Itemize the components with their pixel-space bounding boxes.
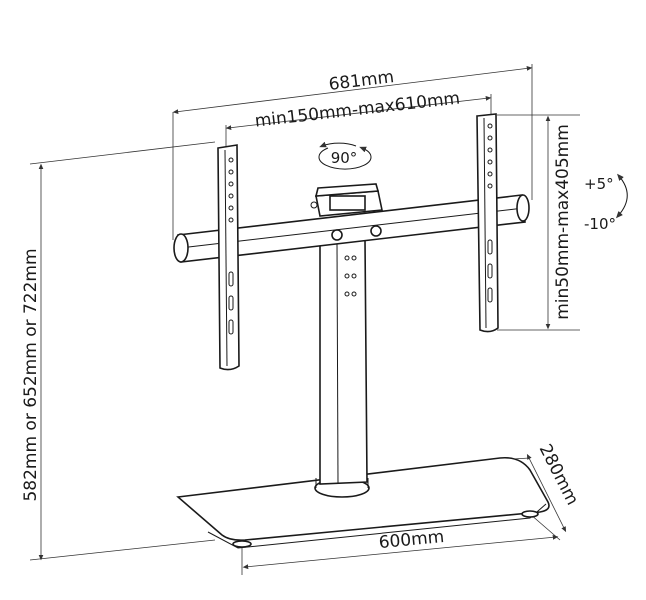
tilt-rotation-icon [615,173,628,219]
vesa-width-label: min150mm-max610mm [254,88,461,131]
arm-end-cap-right [516,194,530,222]
arm-end-cap-left [173,233,189,263]
height-options-label: 582mm or 652mm or 722mm [21,248,41,501]
swivel-angle-label: 90° [331,149,358,167]
height-dimension [29,141,216,561]
center-column [319,239,368,485]
swivel-rotation-icon [318,141,372,170]
tilt-up-label: +5° [584,175,614,193]
base-foot [232,540,252,548]
base-foot [521,510,539,518]
swivel-head [310,183,383,217]
overall-width-label: 681mm [328,67,396,95]
tilt-down-label: -10° [584,215,616,233]
left-vesa-bracket [217,144,240,371]
horizontal-arm [173,194,530,263]
vesa-height-label: min50mm-max405mm [553,124,573,320]
right-vesa-bracket [476,113,499,333]
vesa-height-dimension [497,114,580,331]
base-width-label: 600mm [378,527,445,553]
